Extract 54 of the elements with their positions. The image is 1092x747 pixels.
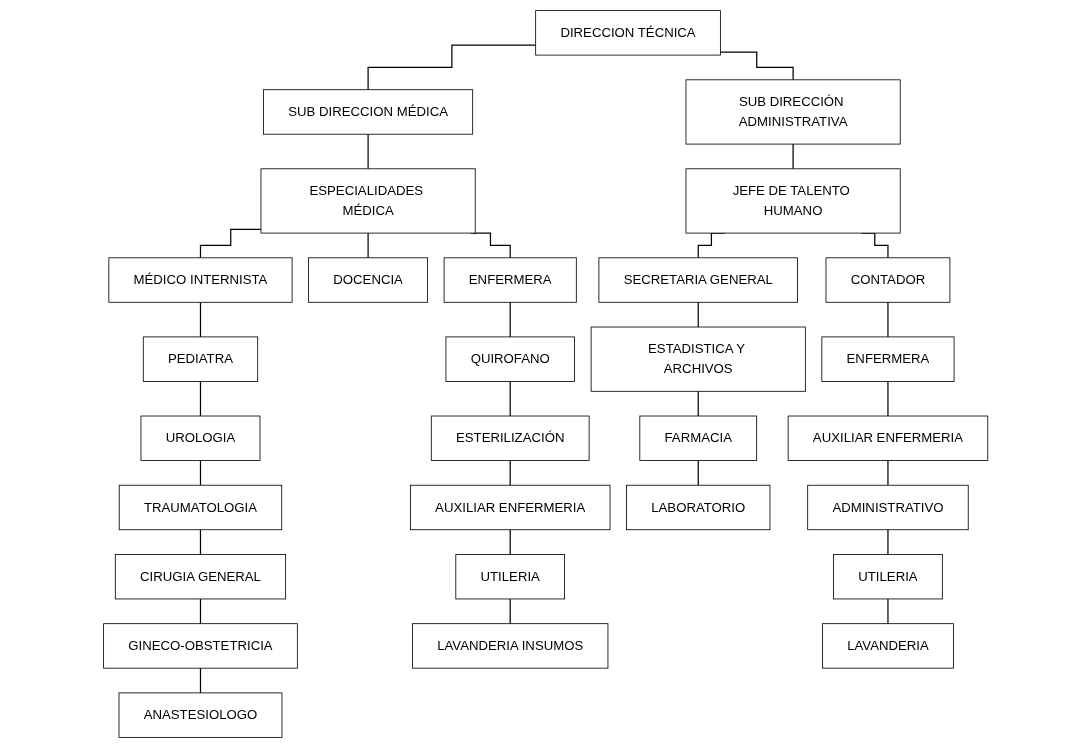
connector <box>200 301 202 338</box>
node-box: QUIROFANO <box>445 336 576 382</box>
connector <box>720 51 795 80</box>
node-box: SUB DIRECCIÓN ADMINISTRATIVA <box>685 78 901 144</box>
node-box: MÉDICO INTERNISTA <box>108 256 293 303</box>
node-box: CONTADOR <box>825 256 951 303</box>
connector <box>200 459 202 486</box>
connector <box>509 597 512 624</box>
node-box: ENFERMERA <box>444 256 578 303</box>
node-box: LABORATORIO <box>626 484 771 530</box>
node-box: SECRETARIA GENERAL <box>598 256 799 303</box>
connector <box>509 301 512 338</box>
connector <box>509 459 512 486</box>
connector <box>200 667 202 693</box>
connector <box>887 528 889 555</box>
node-box: DOCENCIA <box>308 256 429 303</box>
node-box: AUXILIAR ENFERMERIA <box>788 415 989 461</box>
node-box: FARMACIA <box>639 415 758 461</box>
connector <box>200 528 202 555</box>
node-box: CIRUGIA GENERAL <box>115 553 287 599</box>
node-box: ENFERMERA <box>821 336 955 382</box>
node-box: LAVANDERIA <box>822 622 955 669</box>
connector <box>697 390 700 417</box>
connector <box>367 231 370 258</box>
node-box: ESTADISTICA Y ARCHIVOS <box>591 326 807 392</box>
node-box: UTILERIA <box>455 553 566 599</box>
node-box: JEFE DE TALENTO HUMANO <box>685 167 901 233</box>
node-box: GINECO-OBSTETRICIA <box>103 622 299 669</box>
node-box: ESPECIALIDADES MÉDICA <box>260 167 476 233</box>
connector <box>200 228 262 258</box>
node-box: LAVANDERIA INSUMOS <box>412 622 609 669</box>
connector <box>887 380 889 417</box>
node-box: TRAUMATOLOGIA <box>119 484 283 530</box>
node-box: DIRECCION TÉCNICA <box>535 9 722 55</box>
node-box: ANASTESIOLOGO <box>118 692 283 738</box>
connector <box>367 44 537 90</box>
connector <box>887 301 889 338</box>
connector <box>887 459 889 486</box>
node-box: UROLOGIA <box>140 415 261 461</box>
node-box: PEDIATRA <box>143 336 259 382</box>
connector <box>367 133 370 169</box>
connector <box>887 597 889 624</box>
connector <box>792 142 795 169</box>
connector <box>697 459 700 486</box>
connector <box>697 301 700 328</box>
connector <box>200 380 202 417</box>
node-box: AUXILIAR ENFERMERIA <box>410 484 611 530</box>
node-box: ADMINISTRATIVO <box>807 484 969 530</box>
connector <box>509 380 512 417</box>
connector <box>200 597 202 624</box>
node-box: UTILERIA <box>833 553 944 599</box>
node-box: ESTERILIZACIÓN <box>431 415 590 461</box>
connector <box>509 528 512 555</box>
node-box: SUB DIRECCION MÉDICA <box>263 88 474 135</box>
